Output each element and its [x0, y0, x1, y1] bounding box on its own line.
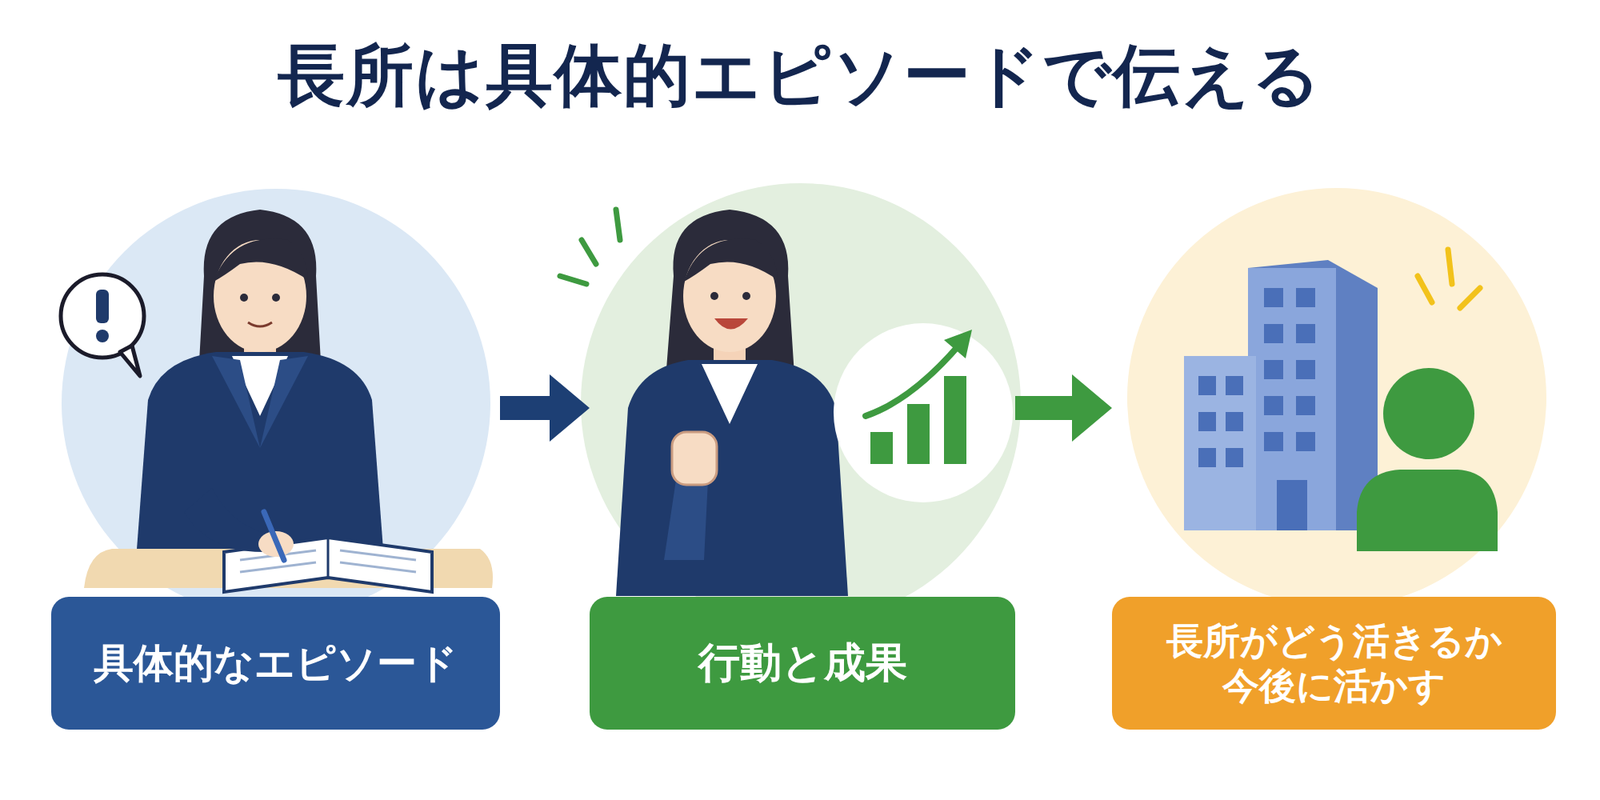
step-node: 長所がどう活きるか今後に活かす	[1112, 188, 1556, 730]
eye	[742, 292, 751, 300]
step-label-box: 行動と成果	[589, 596, 1016, 730]
title: 長所は具体的エピソードで伝える	[0, 30, 1600, 122]
fringe	[684, 239, 778, 282]
arrow-shaft	[500, 396, 552, 420]
person-icon-head	[1383, 368, 1475, 460]
step-label-box: 長所がどう活きるか今後に活かす	[1112, 596, 1556, 730]
step-node: 具体的なエピソード	[51, 188, 500, 730]
bar	[870, 432, 893, 464]
door	[1276, 480, 1308, 531]
trend-line	[865, 344, 960, 416]
arrow-head	[1072, 374, 1112, 442]
pen	[264, 512, 284, 560]
mouth	[248, 322, 272, 327]
bg-circle	[1127, 188, 1547, 608]
shirt	[701, 364, 758, 424]
flow-arrow	[1015, 374, 1112, 442]
writing-person	[60, 209, 493, 592]
person-icon-body	[1356, 469, 1498, 552]
sparks	[560, 209, 620, 284]
chart-badge	[833, 323, 1013, 503]
exclamation-dot	[96, 329, 109, 343]
windows	[1198, 288, 1316, 468]
mouth	[714, 318, 748, 330]
fringe	[213, 239, 308, 282]
trend-head	[944, 329, 972, 359]
arm	[664, 480, 708, 560]
bg-circle	[580, 183, 1021, 624]
eye	[240, 293, 248, 302]
step-node: 行動と成果	[589, 188, 1016, 730]
jacket	[136, 352, 384, 560]
hair	[198, 209, 322, 376]
eye	[710, 292, 719, 300]
lapel	[212, 356, 308, 448]
exclamation-mark	[96, 289, 109, 324]
bar	[907, 404, 930, 464]
building-front	[1248, 268, 1336, 531]
step-label: 今後に活かす	[1222, 663, 1446, 708]
arrow-head	[549, 374, 590, 442]
notebook-spine	[327, 537, 330, 578]
flow-arrow	[500, 374, 590, 442]
jacket	[616, 360, 848, 596]
company-building	[1184, 249, 1498, 552]
eye	[272, 293, 280, 302]
bubble-tail	[120, 345, 140, 376]
step-label-box: 具体的なエピソード	[51, 596, 500, 730]
confident-person	[560, 209, 1013, 596]
sparks	[1417, 249, 1480, 308]
building-wing	[1184, 356, 1256, 531]
fist	[672, 432, 717, 485]
step-label: 行動と成果	[698, 637, 908, 688]
step-label: 長所がどう活きるか	[1166, 618, 1503, 664]
bar	[944, 376, 967, 464]
arrow-shaft	[1015, 396, 1074, 420]
step-label: 具体的なエピソード	[93, 639, 458, 688]
